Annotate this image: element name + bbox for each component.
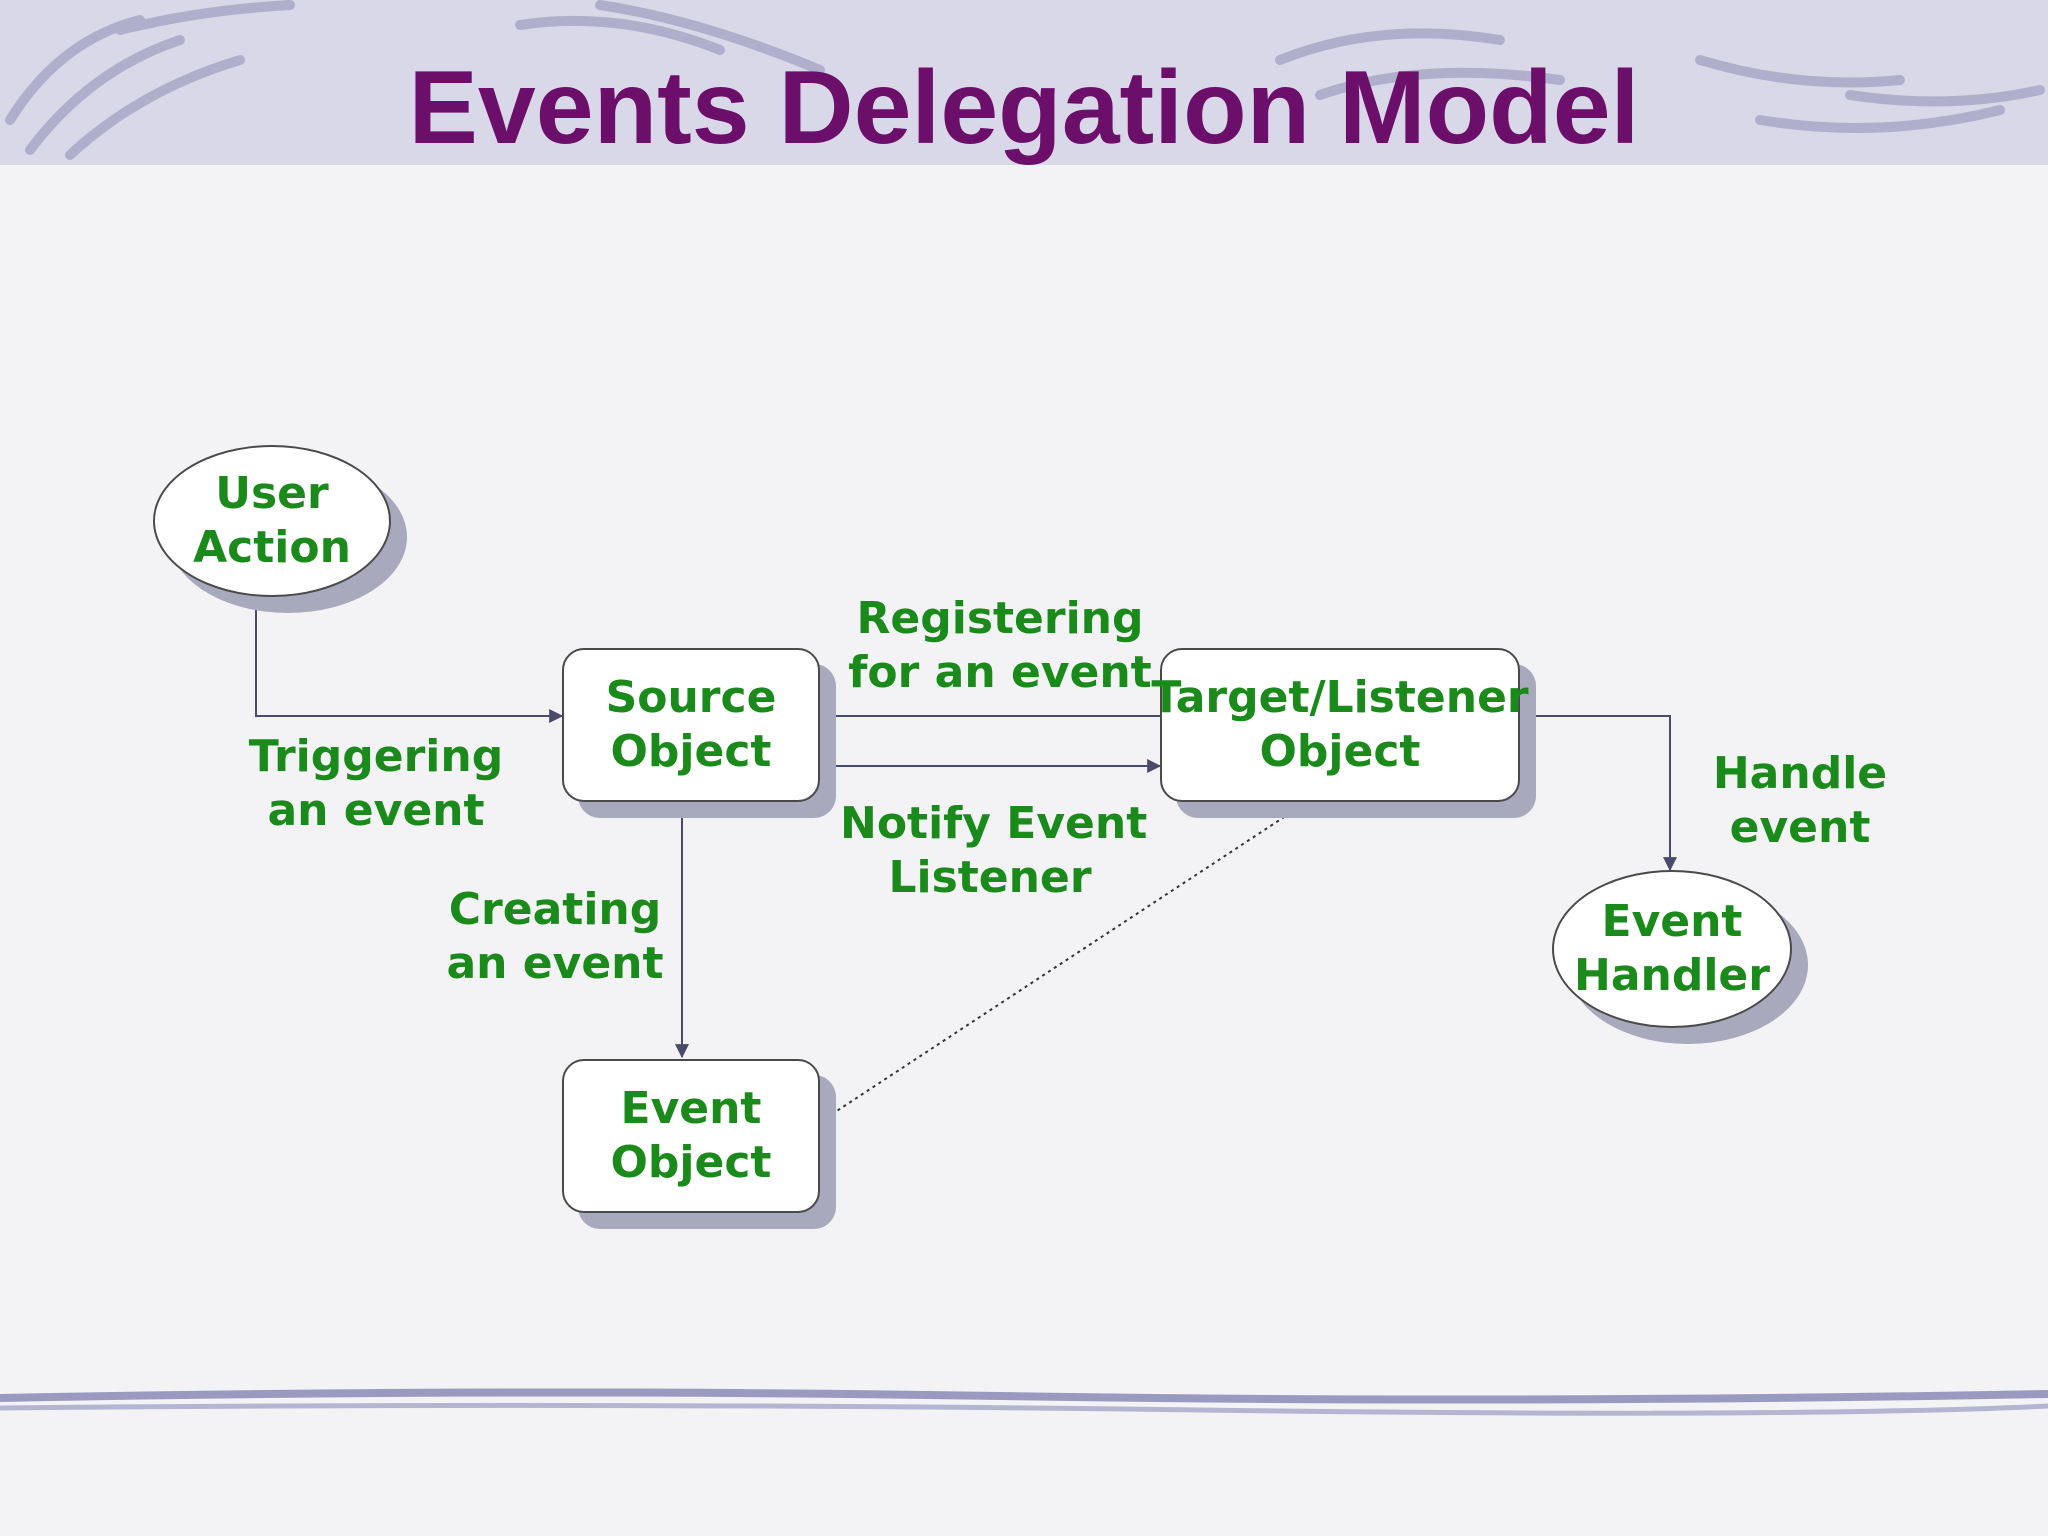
label-notify-line1: Notify Event xyxy=(840,798,1148,849)
source-object-line1: Source xyxy=(605,672,777,723)
event-handler-node: Event Handler xyxy=(1552,870,1792,1028)
label-registering-line1: Registering xyxy=(856,593,1144,644)
label-creating-line2: an event xyxy=(446,938,664,989)
target-listener-node: Target/Listener Object xyxy=(1151,648,1529,802)
label-triggering-line2: an event xyxy=(267,785,485,836)
label-triggering: Triggering an event xyxy=(236,730,516,838)
label-notify: Notify Event Listener xyxy=(840,797,1148,905)
event-object-node: Event Object xyxy=(562,1059,820,1213)
label-registering-line2: for an event xyxy=(848,647,1152,698)
event-object-line1: Event xyxy=(620,1083,762,1134)
user-action-line1: User xyxy=(215,468,329,519)
target-listener-line2: Object xyxy=(1259,726,1421,777)
label-triggering-line1: Triggering xyxy=(248,731,504,782)
label-creating: Creating an event xyxy=(430,883,680,991)
page-title: Events Delegation Model xyxy=(408,50,1640,166)
event-handler-line2: Handler xyxy=(1574,950,1770,1001)
label-creating-line1: Creating xyxy=(448,884,662,935)
event-object-line2: Object xyxy=(610,1137,772,1188)
label-registering: Registering for an event xyxy=(840,592,1160,700)
arrow-target-to-handler xyxy=(1520,715,1677,872)
label-notify-line2: Listener xyxy=(888,852,1092,903)
event-handler-line1: Event xyxy=(1601,896,1743,947)
label-handle-line2: event xyxy=(1729,802,1871,853)
target-listener-line1: Target/Listener xyxy=(1151,672,1529,723)
source-object-node: Source Object xyxy=(562,648,820,802)
label-handle-line1: Handle xyxy=(1712,748,1888,799)
arrow-user-action-to-source xyxy=(255,595,564,723)
user-action-node: User Action xyxy=(153,445,391,597)
source-object-line2: Object xyxy=(610,726,772,777)
label-handle: Handle event xyxy=(1700,747,1900,855)
user-action-line2: Action xyxy=(193,522,351,573)
